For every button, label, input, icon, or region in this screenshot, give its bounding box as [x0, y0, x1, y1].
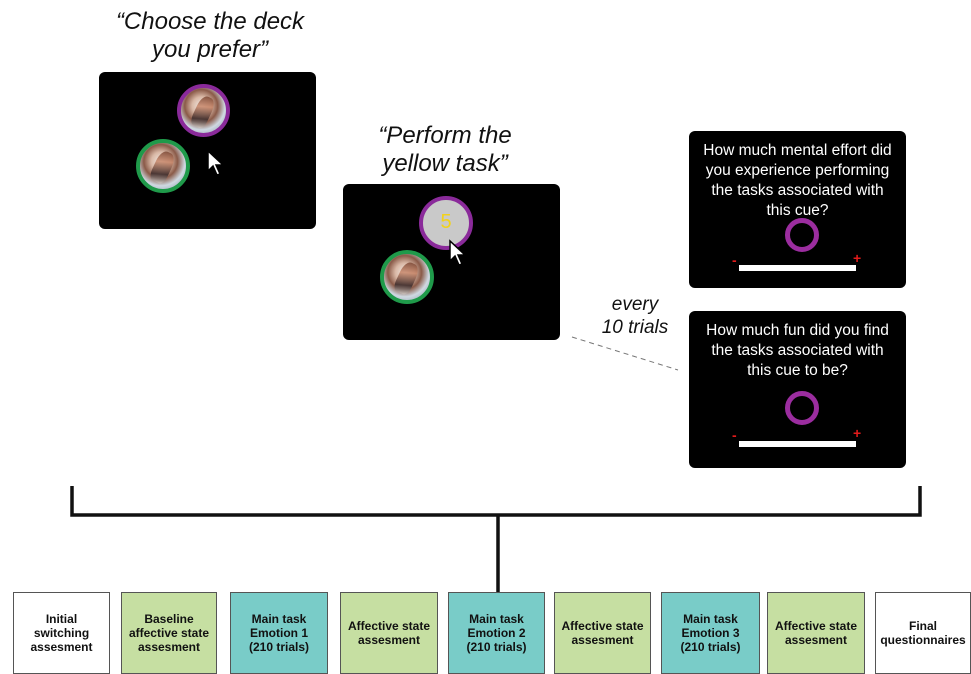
- phase-box: Main task Emotion 3 (210 trials): [661, 592, 760, 674]
- perform-task-caption: “Perform the yellow task”: [378, 122, 512, 177]
- slider-minus-label: -: [732, 427, 737, 443]
- phase-box: Affective state assesment: [767, 592, 865, 674]
- cue-ring-icon: [785, 218, 819, 252]
- green-deck-token[interactable]: [380, 250, 434, 304]
- effort-rating-screen: How much mental effort did you experienc…: [689, 131, 906, 288]
- phase-box: Affective state assesment: [340, 592, 438, 674]
- fun-rating-screen: How much fun did you find the tasks asso…: [689, 311, 906, 468]
- phase-box: Initial switching assesment: [13, 592, 110, 674]
- purple-deck-token[interactable]: [177, 84, 230, 137]
- phase-box: Main task Emotion 2 (210 trials): [448, 592, 545, 674]
- task-screen: 5: [343, 184, 560, 340]
- phase-box: Main task Emotion 1 (210 trials): [230, 592, 328, 674]
- mouse-cursor-icon: [449, 239, 467, 266]
- green-deck-token[interactable]: [136, 139, 190, 193]
- fun-slider[interactable]: [739, 441, 856, 447]
- probe-frequency-label: every 10 trials: [601, 294, 669, 338]
- slider-minus-label: -: [732, 252, 737, 268]
- slider-plus-label: +: [853, 250, 862, 266]
- task-token-number: 5: [440, 211, 452, 234]
- cue-ring-icon: [785, 391, 819, 425]
- phase-box: Final questionnaires: [875, 592, 971, 674]
- phase-box: Affective state assesment: [554, 592, 651, 674]
- numbered-task-token[interactable]: 5: [419, 196, 473, 250]
- effort-slider[interactable]: [739, 265, 856, 271]
- slider-plus-label: +: [853, 425, 862, 441]
- phase-box: Baseline affective state assesment: [121, 592, 217, 674]
- fun-question: How much fun did you find the tasks asso…: [706, 322, 889, 379]
- deck-choice-screen: [99, 72, 316, 229]
- mouse-cursor-icon: [207, 149, 225, 176]
- effort-question: How much mental effort did you experienc…: [703, 142, 892, 219]
- choose-deck-caption: “Choose the deck you prefer”: [115, 8, 305, 63]
